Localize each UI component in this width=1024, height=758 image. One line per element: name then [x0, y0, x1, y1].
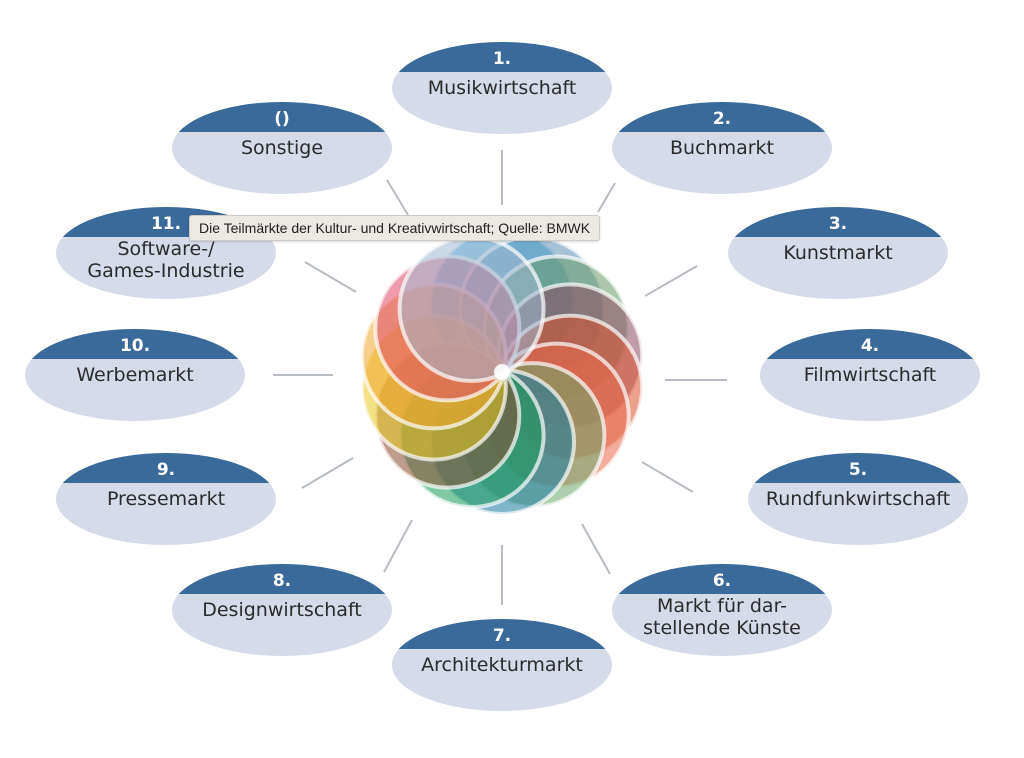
node-label: Markt für dar-: [657, 595, 787, 617]
image-tooltip: Die Teilmärkte der Kultur- und Kreativwi…: [189, 215, 601, 241]
connector-line: [581, 523, 611, 575]
market-node-other: () Sonstige: [172, 102, 392, 194]
node-number: 10.: [120, 336, 150, 356]
connector-line: [641, 461, 694, 493]
node-number: 4.: [861, 336, 879, 356]
node-label: Kunstmarkt: [783, 242, 892, 264]
node-label: Filmwirtschaft: [804, 364, 937, 386]
node-number: 2.: [713, 109, 731, 129]
node-label: stellende Künste: [643, 617, 801, 639]
rosette-petal: [397, 234, 546, 383]
market-node-6: 6. Markt für dar-stellende Künste: [612, 564, 832, 656]
market-node-3: 3. Kunstmarkt: [728, 207, 948, 299]
node-label: Buchmarkt: [670, 137, 774, 159]
node-label: Architekturmarkt: [421, 654, 583, 676]
node-number: 9.: [157, 460, 175, 480]
connector-line: [301, 457, 354, 489]
node-number: 3.: [829, 214, 847, 234]
rosette-center-glow: [494, 364, 510, 380]
market-node-5: 5. Rundfunkwirtschaft: [748, 453, 968, 545]
node-number: 7.: [493, 626, 511, 646]
node-number: (): [274, 109, 290, 129]
market-node-10: 10. Werbemarkt: [25, 329, 245, 421]
connector-line: [644, 265, 698, 297]
node-label: Pressemarkt: [107, 488, 225, 510]
node-number: 1.: [493, 49, 511, 69]
connector-line: [304, 261, 357, 293]
connectors: [273, 150, 727, 605]
center-rosette: [360, 230, 644, 514]
node-label: Musikwirtschaft: [428, 77, 577, 99]
node-number: 5.: [849, 460, 867, 480]
market-node-4: 4. Filmwirtschaft: [760, 329, 980, 421]
node-number: 6.: [713, 571, 731, 591]
market-node-1: 1. Musikwirtschaft: [392, 42, 612, 134]
connector-line: [386, 179, 409, 216]
node-number: 8.: [273, 571, 291, 591]
node-label: Rundfunkwirtschaft: [766, 488, 950, 510]
market-nodes: 1. Musikwirtschaft 2. Buchmarkt 3. Kunstmarkt…: [25, 42, 980, 711]
node-label: Werbemarkt: [76, 364, 193, 386]
node-label: Software-/: [117, 238, 215, 260]
node-number: 11.: [151, 214, 181, 234]
node-label: Designwirtschaft: [202, 599, 362, 621]
connector-line: [383, 519, 413, 573]
market-node-7: 7. Architekturmarkt: [392, 619, 612, 711]
market-node-9: 9. Pressemarkt: [56, 453, 276, 545]
connector-line: [597, 182, 616, 213]
market-node-8: 8. Designwirtschaft: [172, 564, 392, 656]
node-label: Games-Industrie: [87, 260, 244, 282]
node-label: Sonstige: [241, 137, 323, 159]
market-node-2: 2. Buchmarkt: [612, 102, 832, 194]
